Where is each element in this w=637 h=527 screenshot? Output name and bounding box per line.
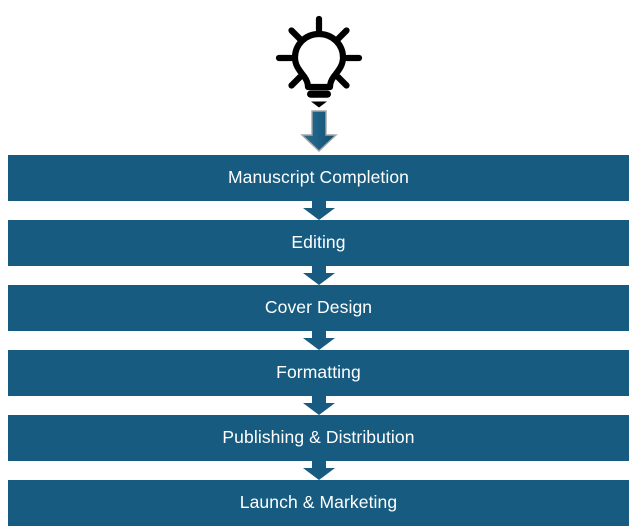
connector-arrow-icon-3 [0,331,637,350]
step-bar-manuscript-completion[interactable]: Manuscript Completion [8,155,629,201]
connector-arrow-icon-1 [0,201,637,220]
connector-arrow-icon-4 [0,396,637,415]
step-bar-launch-marketing[interactable]: Launch & Marketing [8,480,629,526]
entry-arrow-icon [0,108,637,154]
step-bar-cover-design[interactable]: Cover Design [8,285,629,331]
connector-arrow-icon-5 [0,461,637,480]
step-bar-editing[interactable]: Editing [8,220,629,266]
step-label: Editing [291,232,346,253]
step-label: Cover Design [264,297,373,318]
step-bar-publishing-distribution[interactable]: Publishing & Distribution [8,415,629,461]
step-bar-formatting[interactable]: Formatting [8,350,629,396]
step-label: Manuscript Completion [227,167,410,188]
step-label: Formatting [276,362,361,383]
step-label: Launch & Marketing [239,492,398,513]
lightbulb-icon [0,14,637,108]
connector-arrow-icon-2 [0,266,637,285]
step-stack: Manuscript Completion Editing Cover Desi… [0,155,637,526]
step-label: Publishing & Distribution [222,427,415,448]
